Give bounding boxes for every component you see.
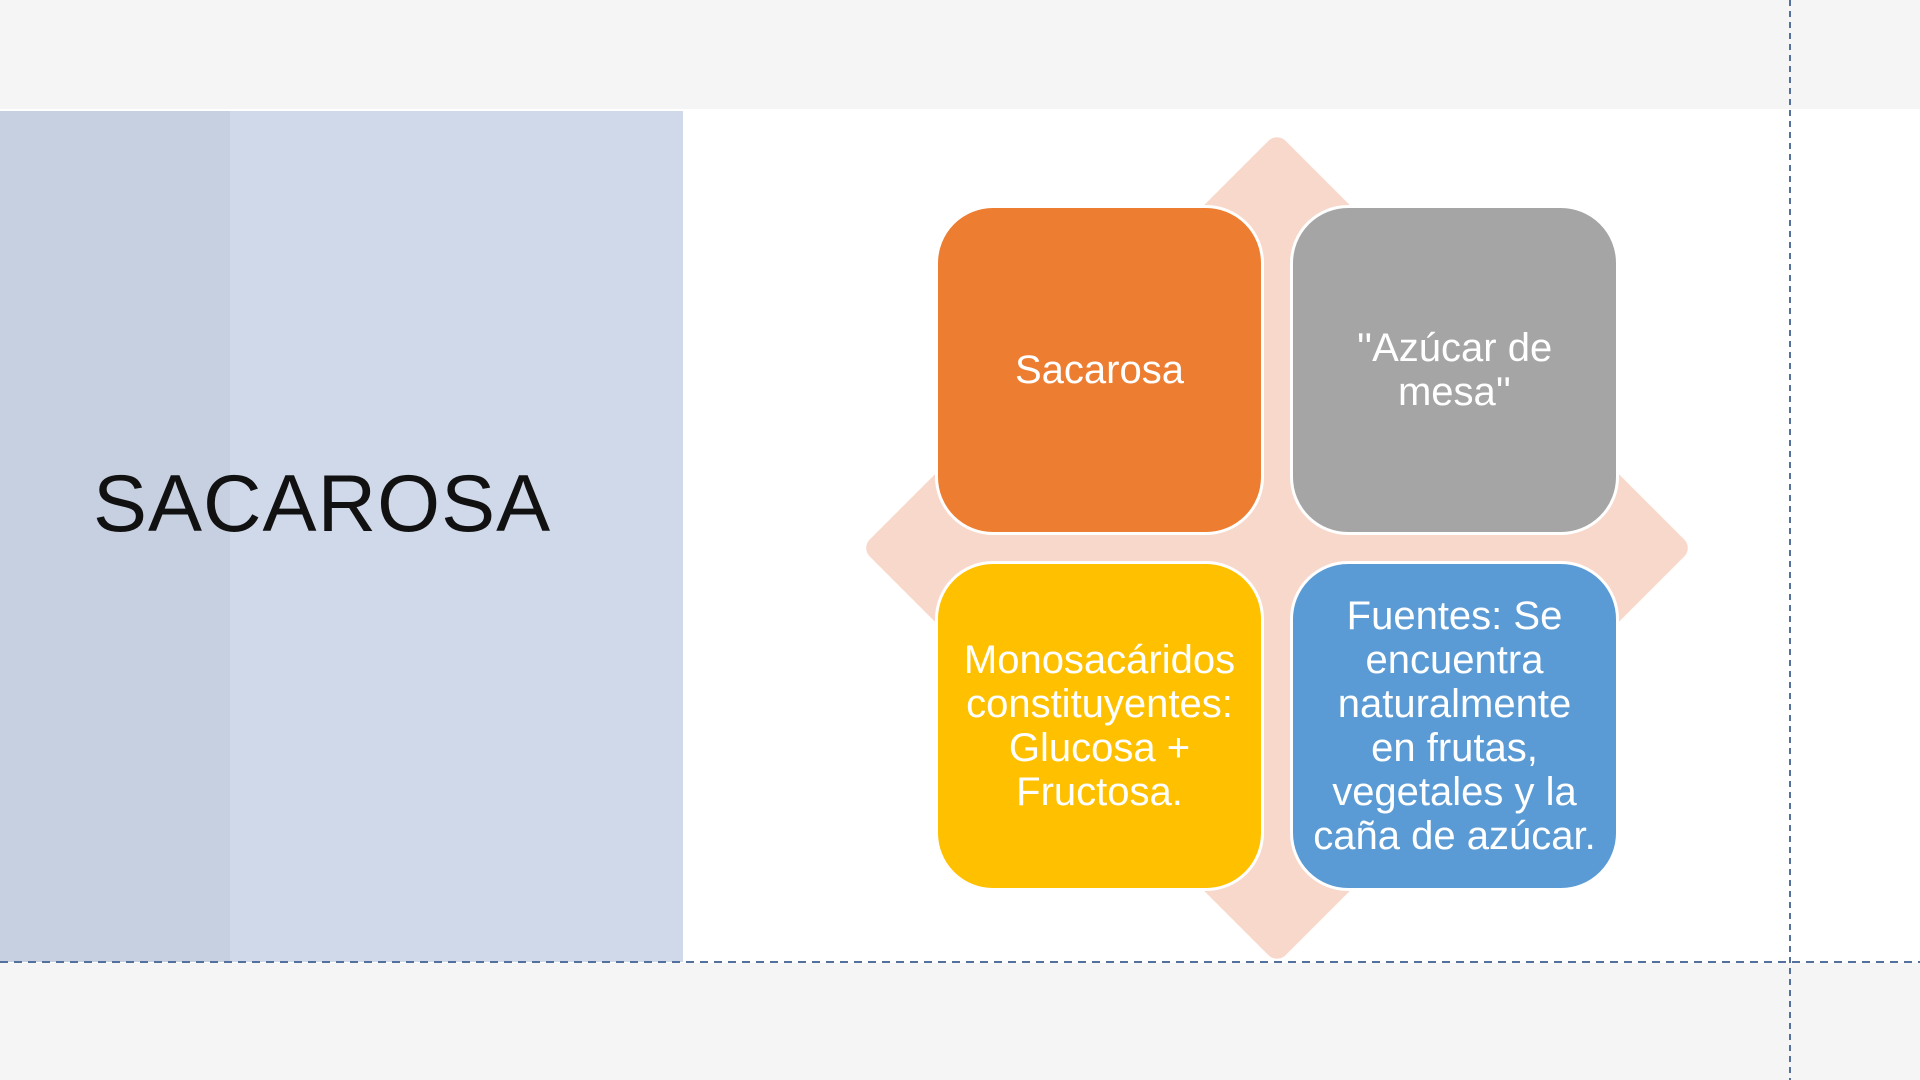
slide-title[interactable]: SACAROSA (93, 459, 552, 549)
smartart-box-azucar-de-mesa[interactable]: ''Azúcar de mesa'' (1290, 205, 1619, 535)
bottom-margin-strip (0, 963, 1920, 1080)
smartart-box-sacarosa[interactable]: Sacarosa (935, 205, 1264, 535)
title-panel-band-right (230, 111, 683, 962)
title-panel-band-left (0, 111, 230, 962)
vertical-drawing-guide[interactable] (1789, 0, 1791, 1080)
horizontal-drawing-guide[interactable] (0, 961, 1920, 963)
smartart-box-fuentes[interactable]: Fuentes: Se encuentra naturalmente en fr… (1290, 561, 1619, 891)
smartart-box-monosacaridos[interactable]: Monosacáridos constituyentes: Glucosa + … (935, 561, 1264, 891)
top-margin-strip (0, 0, 1920, 109)
